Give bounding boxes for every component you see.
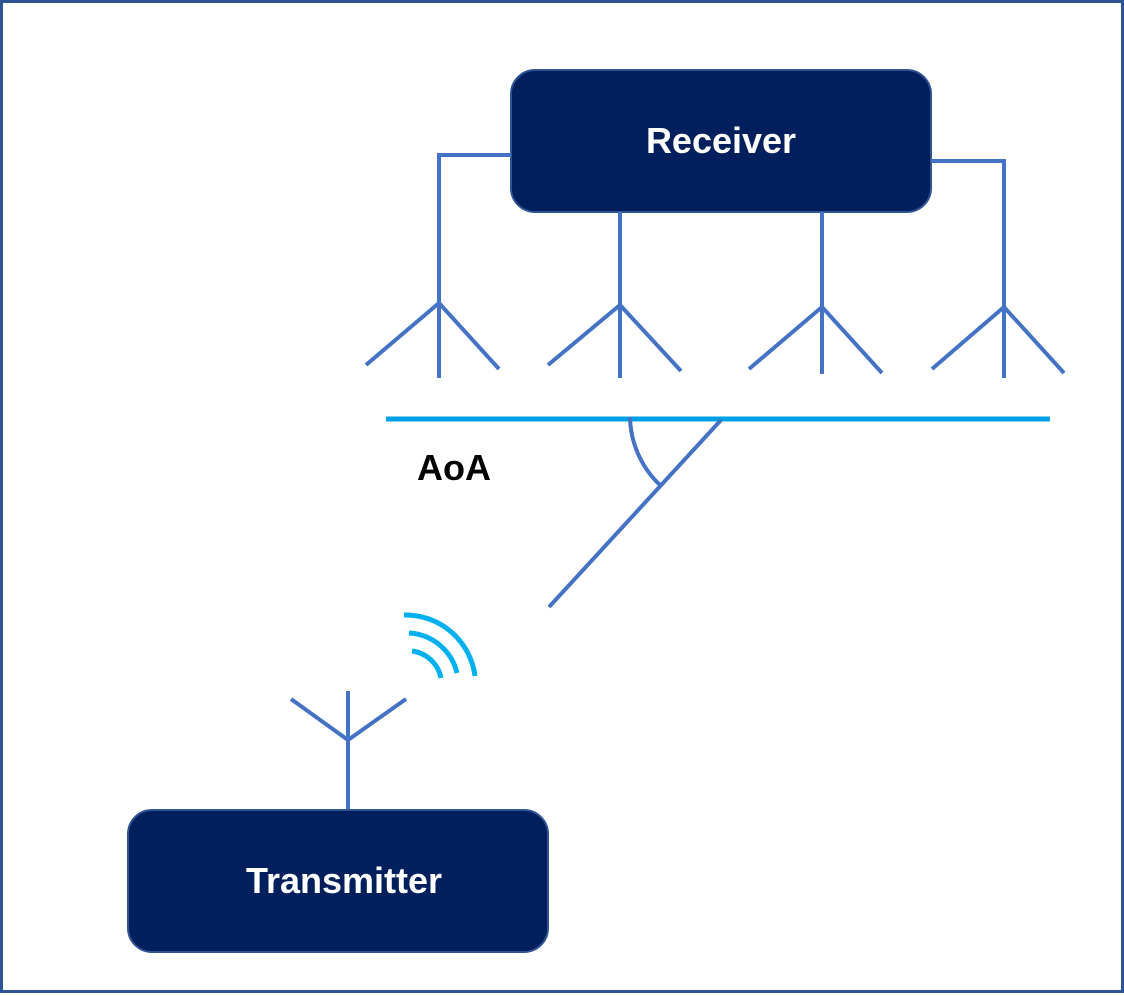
antenna-icon (930, 304, 1066, 375)
transmitter-label: Transmitter (246, 860, 442, 901)
wire-antenna-4 (931, 159, 1006, 378)
receiver-block: Receiver (510, 69, 932, 213)
antenna-icon (289, 691, 408, 810)
signal-path (547, 418, 723, 609)
transmitter-block: Transmitter (127, 809, 549, 953)
aoa-diagram: Receiver (127, 69, 1066, 953)
antenna-icon (546, 302, 683, 373)
receiver-label: Receiver (646, 120, 796, 161)
antenna-icon (364, 300, 501, 371)
antenna-icon (747, 304, 884, 375)
receiver-box (510, 69, 932, 213)
receiver-antenna-array (364, 300, 1066, 375)
transmitter-box (127, 809, 549, 953)
wifi-signal-icon (403, 612, 478, 679)
transmitter-antenna (289, 691, 408, 810)
angle-label: AoA (417, 447, 491, 488)
angle-arc (628, 416, 662, 487)
